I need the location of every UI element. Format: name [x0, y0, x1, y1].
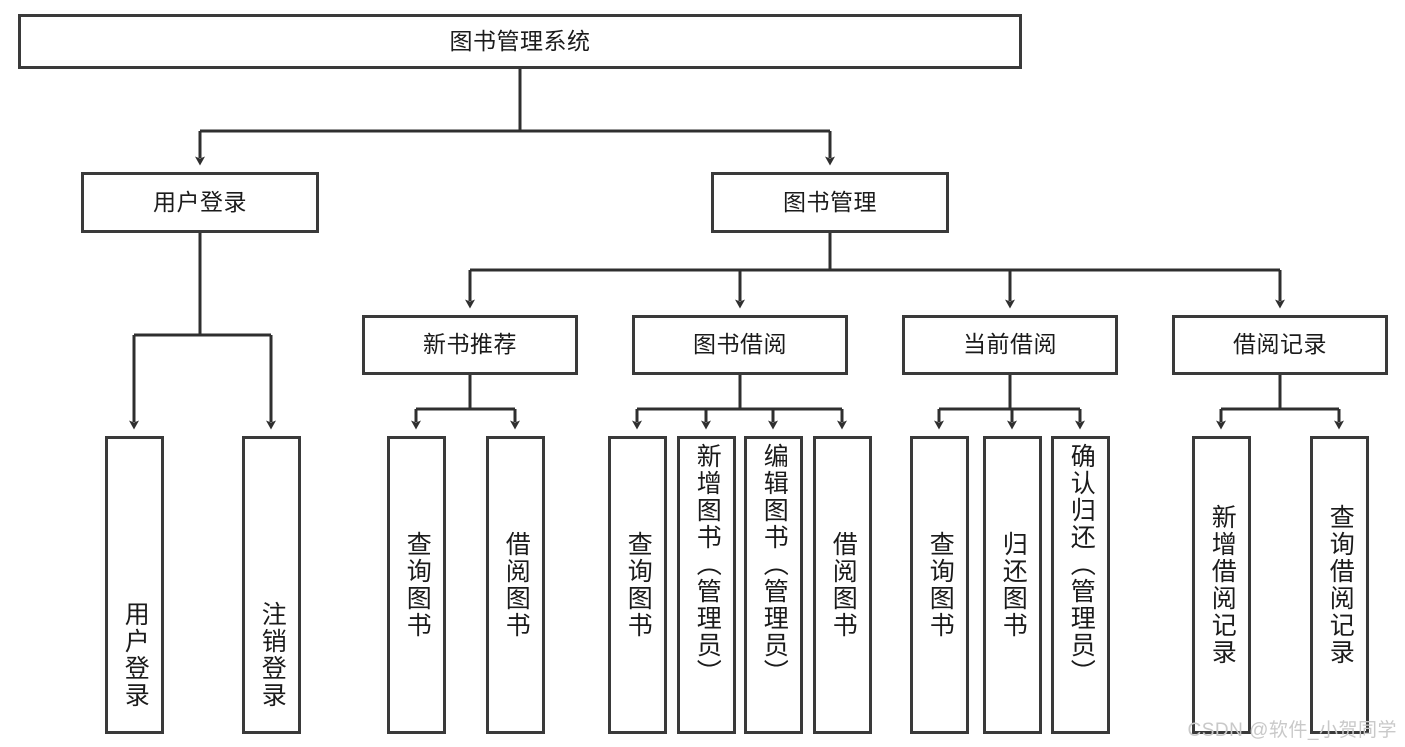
leaf-node-borrow-book-1-label: 借阅图书: [502, 531, 531, 639]
node-new-book-recommend[interactable]: 新书推荐: [362, 315, 578, 375]
node-book-manage-label: 图书管理: [783, 188, 877, 215]
node-book-borrow[interactable]: 图书借阅: [632, 315, 848, 375]
leaf-node-borrow-book-2[interactable]: 借阅图书: [813, 436, 872, 734]
leaf-node-confirm-return-label: 确认归还（管理员）: [1067, 443, 1096, 686]
leaf-node-edit-book-label: 编辑图书（管理员）: [760, 443, 789, 686]
leaf-node-add-book[interactable]: 新增图书（管理员）: [677, 436, 736, 734]
leaf-node-confirm-return[interactable]: 确认归还（管理员）: [1051, 436, 1110, 734]
leaf-node-logout[interactable]: 注销登录: [242, 436, 301, 734]
leaf-node-add-record[interactable]: 新增借阅记录: [1192, 436, 1251, 734]
leaf-node-query-record-label: 查询借阅记录: [1326, 504, 1355, 666]
node-root[interactable]: 图书管理系统: [18, 14, 1022, 69]
leaf-node-borrow-book-2-label: 借阅图书: [829, 531, 858, 639]
leaf-node-return-book[interactable]: 归还图书: [983, 436, 1042, 734]
node-user-login[interactable]: 用户登录: [81, 172, 319, 233]
node-book-borrow-label: 图书借阅: [693, 331, 787, 358]
leaf-node-query-book-2-label: 查询图书: [624, 531, 653, 639]
leaf-node-add-book-label: 新增图书（管理员）: [693, 443, 722, 686]
leaf-node-query-record[interactable]: 查询借阅记录: [1310, 436, 1369, 734]
leaf-node-query-book-3-label: 查询图书: [926, 531, 955, 639]
node-new-book-recommend-label: 新书推荐: [423, 331, 517, 358]
leaf-node-query-book-1[interactable]: 查询图书: [387, 436, 446, 734]
csdn-watermark: CSDN @软件_小贺同学: [1187, 720, 1397, 741]
node-borrow-record-label: 借阅记录: [1233, 331, 1327, 358]
leaf-node-edit-book[interactable]: 编辑图书（管理员）: [744, 436, 803, 734]
leaf-node-user-login[interactable]: 用户登录: [105, 436, 164, 734]
leaf-node-query-book-1-label: 查询图书: [403, 531, 432, 639]
node-borrow-record[interactable]: 借阅记录: [1172, 315, 1388, 375]
node-root-label: 图书管理系统: [449, 27, 591, 54]
leaf-node-query-book-3[interactable]: 查询图书: [910, 436, 969, 734]
leaf-node-query-book-2[interactable]: 查询图书: [608, 436, 667, 734]
node-current-borrow-label: 当前借阅: [963, 331, 1057, 358]
leaf-node-return-book-label: 归还图书: [999, 531, 1028, 639]
node-user-login-label: 用户登录: [153, 188, 247, 215]
leaf-node-borrow-book-1[interactable]: 借阅图书: [486, 436, 545, 734]
node-book-manage[interactable]: 图书管理: [711, 172, 949, 233]
leaf-node-logout-label: 注销登录: [258, 601, 287, 709]
node-current-borrow[interactable]: 当前借阅: [902, 315, 1118, 375]
leaf-node-user-login-label: 用户登录: [121, 601, 150, 709]
leaf-node-add-record-label: 新增借阅记录: [1208, 504, 1237, 666]
